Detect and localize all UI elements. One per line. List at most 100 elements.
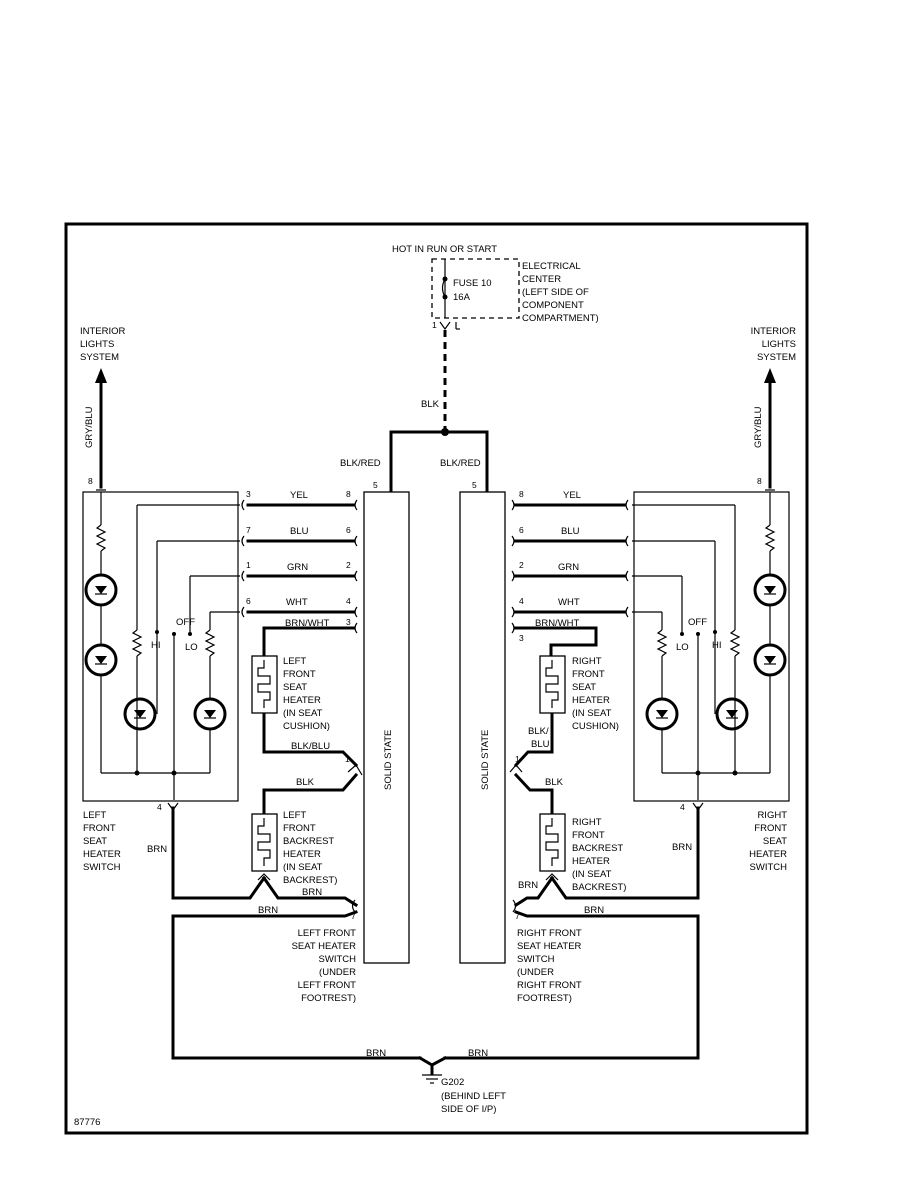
svg-text:BACKREST: BACKREST <box>283 836 334 847</box>
wire-label-blk-right: BLK <box>545 777 564 788</box>
svg-text:(UNDER: (UNDER <box>517 967 554 978</box>
svg-text:FRONT: FRONT <box>754 823 787 834</box>
wire-label-brn-ground-left: BRN <box>366 1048 386 1059</box>
svg-text:HEATER: HEATER <box>572 856 610 867</box>
left-switch-internals: HI OFF LO <box>84 492 240 800</box>
wire-label-blk-red-left: BLK/RED <box>340 458 381 469</box>
svg-text:5: 5 <box>472 480 477 490</box>
left-signal-wires: 3 7 1 6 8 6 2 4 3 YEL BLU GRN WHT BRN/WH… <box>241 489 358 634</box>
svg-text:BLU: BLU <box>561 526 580 537</box>
svg-text:LEFT: LEFT <box>283 656 306 667</box>
wire-label-blk: BLK <box>421 399 440 410</box>
svg-text:(IN SEAT: (IN SEAT <box>283 708 323 719</box>
wire-label-brn-left-lower: BRN <box>258 905 278 916</box>
svg-text:BRN/WHT: BRN/WHT <box>535 618 580 629</box>
wire-label-blk-blu-left: BLK/BLU <box>291 741 330 752</box>
svg-text:SEAT HEATER: SEAT HEATER <box>517 941 582 952</box>
svg-text:RIGHT: RIGHT <box>757 810 787 821</box>
svg-text:(IN SEAT: (IN SEAT <box>283 862 323 873</box>
svg-text:GRN: GRN <box>558 562 579 573</box>
svg-text:HEATER: HEATER <box>572 695 610 706</box>
svg-text:8: 8 <box>346 489 351 499</box>
svg-text:FRONT: FRONT <box>83 823 116 834</box>
right-backrest-heater: RIGHT FRONT BACKREST HEATER (IN SEAT BAC… <box>539 813 626 893</box>
svg-text:SWITCH: SWITCH <box>750 862 788 873</box>
wire-label-brn-left-vertical: BRN <box>147 844 167 855</box>
right-seat-heater-switch <box>633 491 790 802</box>
right-solid-state-module <box>459 491 506 964</box>
wire-label-gry-blu-left: GRY/BLU <box>84 406 95 448</box>
svg-text:SEAT: SEAT <box>572 682 596 693</box>
svg-text:BACKREST: BACKREST <box>572 843 623 854</box>
svg-text:LEFT: LEFT <box>283 810 306 821</box>
svg-text:BACKREST): BACKREST) <box>283 875 337 886</box>
svg-text:1: 1 <box>345 754 350 764</box>
figure-id: 87776 <box>74 1117 100 1128</box>
right-switch-label: RIGHT FRONT SEAT HEATER SWITCH <box>749 810 787 873</box>
svg-text:1: 1 <box>432 320 437 330</box>
svg-text:6: 6 <box>519 525 524 535</box>
svg-text:FRONT: FRONT <box>572 830 605 841</box>
wire-label-blk-blu-right-1: BLK/ <box>528 726 549 737</box>
wire-label-brn-right-vertical: BRN <box>672 842 692 853</box>
svg-text:BACKREST): BACKREST) <box>572 882 626 893</box>
left-interior-lights: INTERIOR LIGHTS SYSTEM <box>80 326 126 383</box>
svg-text:HEATER: HEATER <box>283 849 321 860</box>
svg-text:(UNDER: (UNDER <box>319 967 356 978</box>
right-switch-hi: HI <box>712 640 722 651</box>
svg-text:SWITCH: SWITCH <box>517 954 555 965</box>
left-backrest-heater: LEFT FRONT BACKREST HEATER (IN SEAT BACK… <box>251 810 337 886</box>
svg-text:CUSHION): CUSHION) <box>572 721 619 732</box>
svg-text:3: 3 <box>346 617 351 627</box>
electrical-center: HOT IN RUN OR START FUSE 10 16A ELECTRIC… <box>392 244 599 331</box>
svg-text:(IN SEAT: (IN SEAT <box>572 869 612 880</box>
svg-text:(IN SEAT: (IN SEAT <box>572 708 612 719</box>
svg-text:GRN: GRN <box>287 562 308 573</box>
fuse-rating: 16A <box>453 292 471 303</box>
right-signal-wires: 8 6 2 4 3 YEL BLU GRN WHT BRN/WHT <box>511 489 629 643</box>
left-cushion-heater: LEFT FRONT SEAT HEATER (IN SEAT CUSHION) <box>251 655 330 732</box>
left-seat-heater-switch <box>82 491 239 802</box>
svg-text:FRONT: FRONT <box>572 669 605 680</box>
svg-text:(BEHIND LEFT: (BEHIND LEFT <box>441 1091 506 1102</box>
svg-text:SWITCH: SWITCH <box>83 862 121 873</box>
wire-label-brn-right-lower: BRN <box>584 905 604 916</box>
svg-text:5: 5 <box>373 480 378 490</box>
svg-text:SEAT: SEAT <box>283 682 307 693</box>
svg-text:LEFT FRONT: LEFT FRONT <box>298 980 357 991</box>
svg-text:INTERIOR: INTERIOR <box>751 326 797 337</box>
svg-text:3: 3 <box>246 489 251 499</box>
svg-text:FOOTREST): FOOTREST) <box>517 993 572 1004</box>
left-solid-state-label: SOLID STATE <box>383 730 394 790</box>
svg-text:COMPARTMENT): COMPARTMENT) <box>522 313 599 324</box>
svg-text:3: 3 <box>519 633 524 643</box>
svg-text:HEATER: HEATER <box>749 849 787 860</box>
left-solid-state-module <box>363 491 410 964</box>
svg-text:SEAT HEATER: SEAT HEATER <box>292 941 357 952</box>
svg-text:SYSTEM: SYSTEM <box>80 352 119 363</box>
svg-text:HEATER: HEATER <box>283 695 321 706</box>
svg-text:4: 4 <box>680 802 685 812</box>
svg-text:7: 7 <box>246 525 251 535</box>
svg-text:INTERIOR: INTERIOR <box>80 326 126 337</box>
wire-label-brn-left-upper: BRN <box>302 887 322 898</box>
svg-text:FOOTREST): FOOTREST) <box>301 993 356 1004</box>
svg-text:YEL: YEL <box>290 490 308 501</box>
svg-text:LEFT FRONT: LEFT FRONT <box>298 928 357 939</box>
left-module-label: LEFT FRONT SEAT HEATER SWITCH (UNDER LEF… <box>292 928 357 1004</box>
svg-text:RIGHT: RIGHT <box>572 817 602 828</box>
wire-label-blk-left: BLK <box>296 777 315 788</box>
svg-text:7: 7 <box>515 911 520 921</box>
svg-text:8: 8 <box>757 476 762 486</box>
svg-text:BRN/WHT: BRN/WHT <box>285 618 330 629</box>
wire-label-brn-right-upper: BRN <box>518 880 538 891</box>
svg-text:4: 4 <box>519 596 524 606</box>
svg-text:COMPONENT: COMPONENT <box>522 300 584 311</box>
svg-text:RIGHT FRONT: RIGHT FRONT <box>517 928 582 939</box>
svg-text:SEAT: SEAT <box>83 836 107 847</box>
left-switch-lo: LO <box>185 642 198 653</box>
svg-text:SWITCH: SWITCH <box>319 954 357 965</box>
svg-text:RIGHT: RIGHT <box>572 656 602 667</box>
svg-text:1: 1 <box>246 560 251 570</box>
left-switch-off: OFF <box>176 617 195 628</box>
